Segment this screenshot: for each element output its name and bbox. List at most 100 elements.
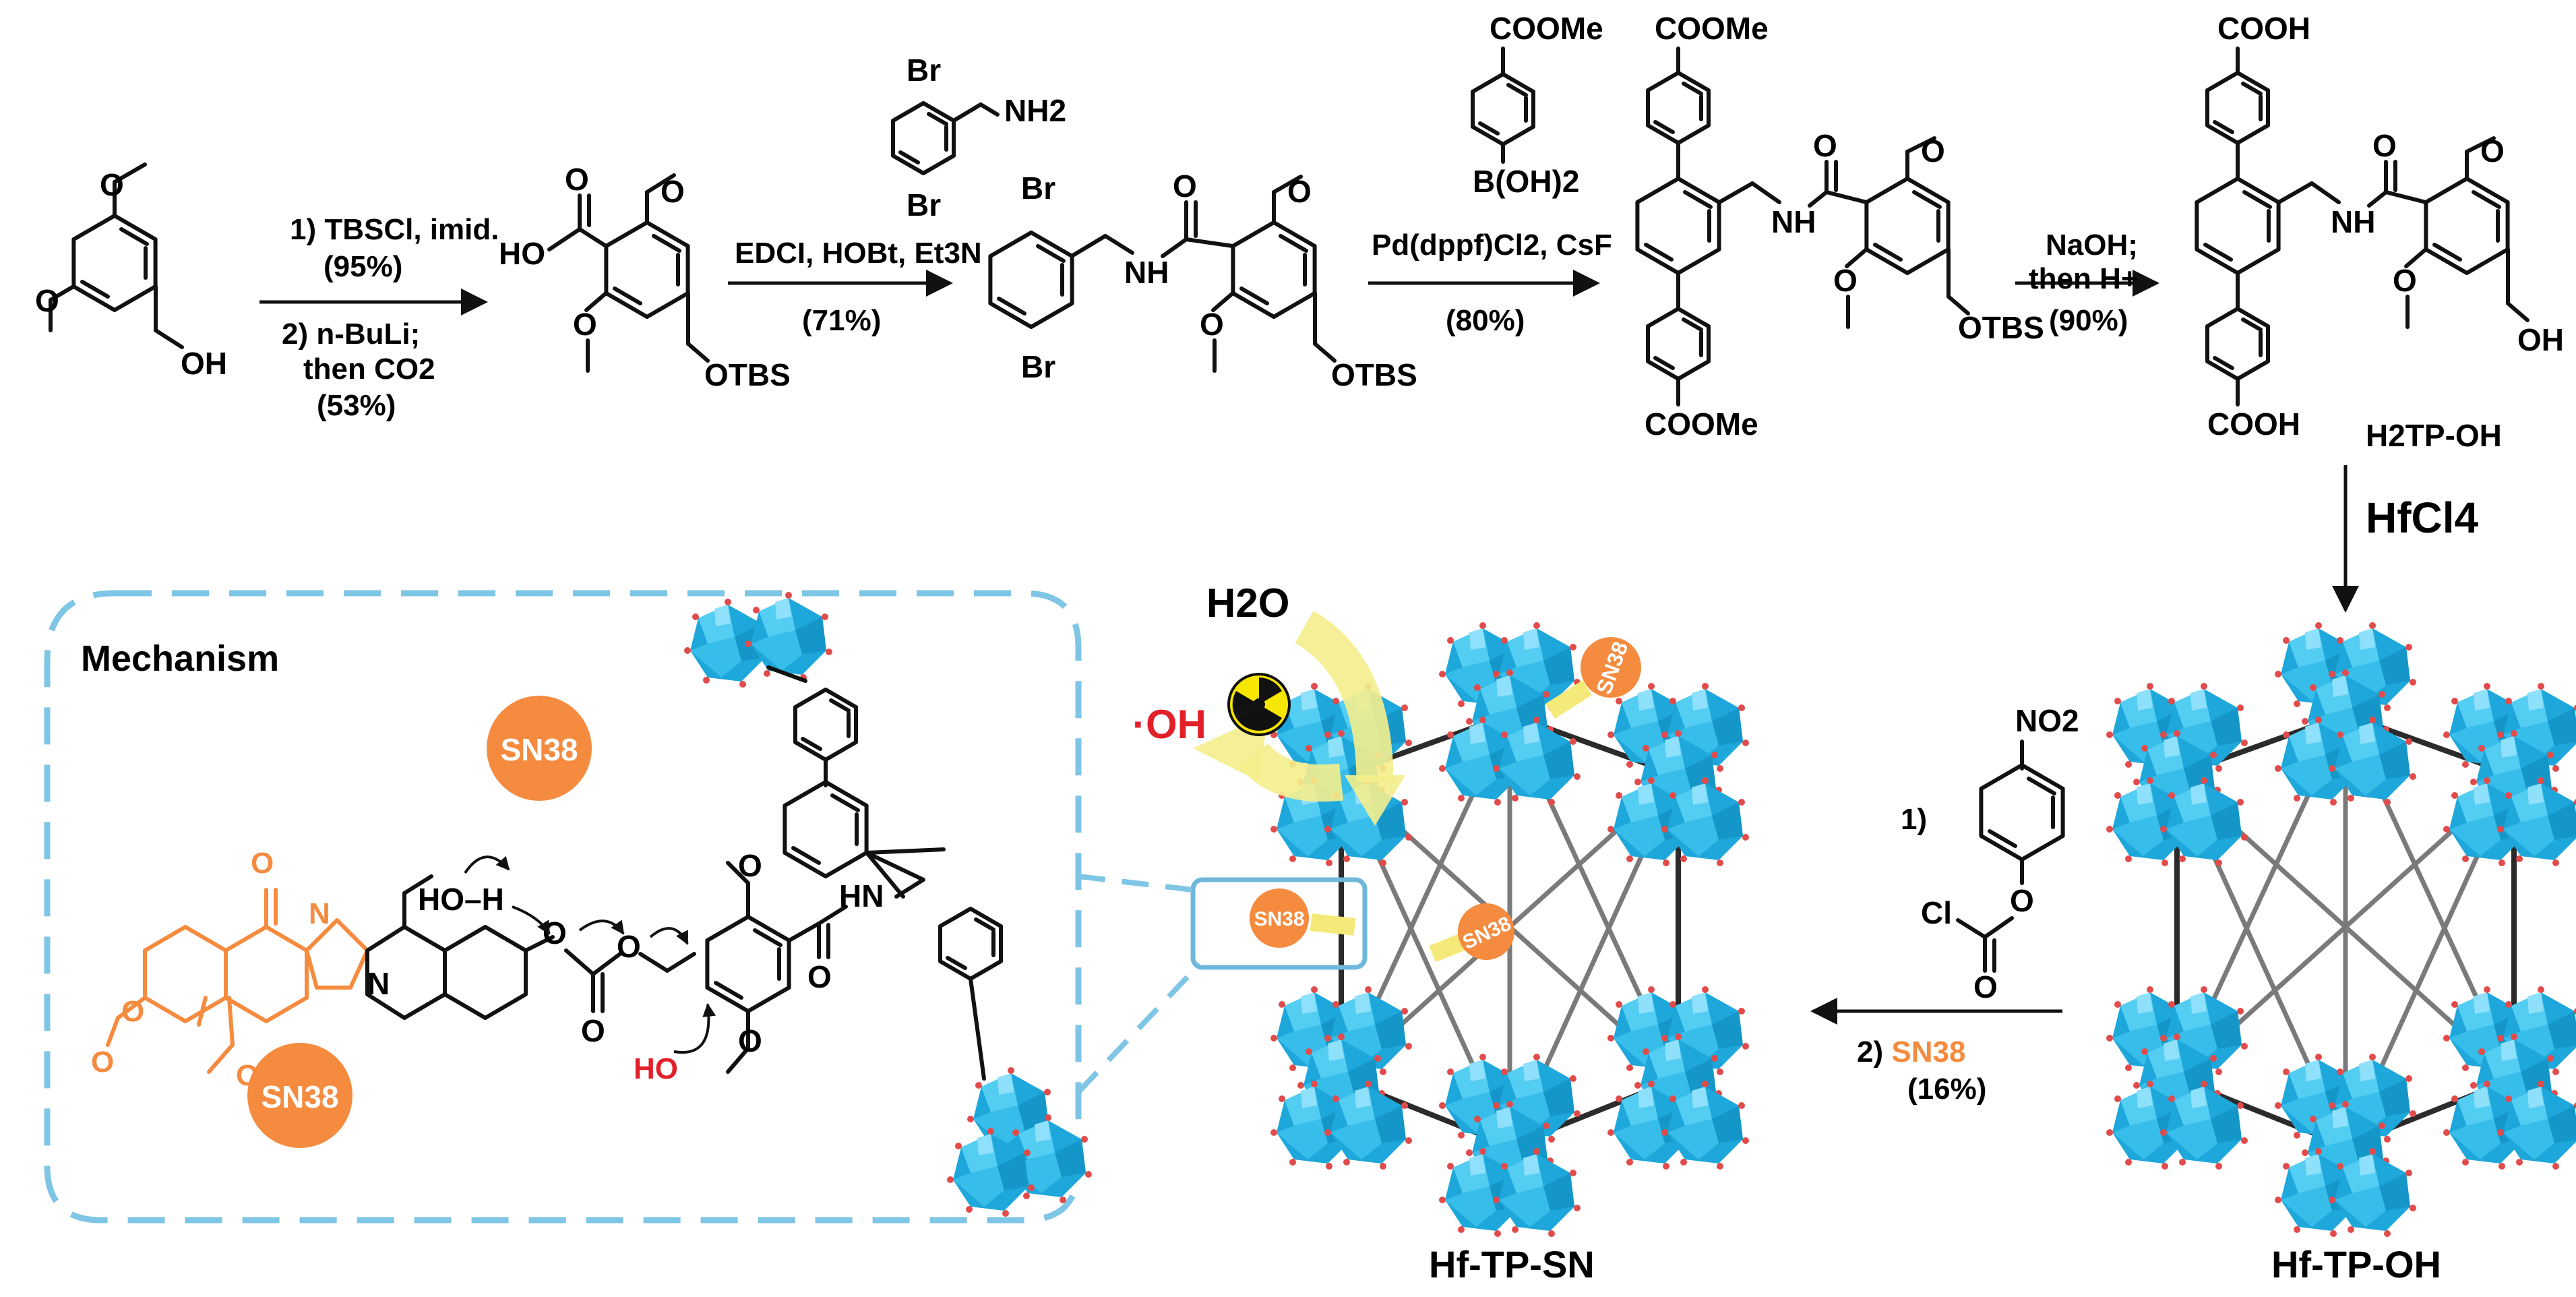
svg-text:(95%): (95%) [324,250,402,283]
sn38-structure: HO–H [106,888,369,1074]
compound-dibromo-amide: Br Br NH O O O OTBS [990,169,1417,392]
reagent-nitrophenyl-chloroformate: NO2 O Cl O [1921,703,2079,1004]
svg-text:COOMe: COOMe [1645,406,1758,442]
svg-text:O: O [2372,128,2397,163]
svg-text:HO: HO [499,236,545,271]
compound-terphenyl-diester: COOMe COOMe NH O O O OTBS [1637,11,2044,442]
atom-o: O [581,1013,605,1048]
atom-o: O [100,167,124,202]
atom-oh: OH [181,346,227,381]
step5-1: 1) [1901,803,1927,836]
conditions-step2: EDCI, HOBt, Et3N (71%) [735,237,982,337]
atom-o: O [617,929,641,964]
svg-text:(71%): (71%) [802,304,881,337]
compound-dimethoxybenzyl-alcohol: O O OH [35,162,227,381]
atom-o: O [543,915,567,951]
svg-text:O: O [2010,883,2034,918]
svg-text:NH: NH [1124,255,1169,290]
svg-text:O: O [573,307,597,342]
compound-h2tp-oh: COOH COOH NH O O O OH [2197,11,2564,442]
svg-text:O: O [1287,174,1312,209]
svg-text:1) TBSCl, imid.: 1) TBSCl, imid. [290,213,499,246]
svg-text:Br: Br [1021,349,1055,384]
svg-text:OTBS: OTBS [1958,310,2044,345]
svg-text:NaOH;: NaOH; [2046,229,2138,262]
atom-o-orange: O [121,995,144,1028]
svg-text:COOH: COOH [2217,11,2310,46]
svg-text:COOH: COOH [2207,406,2300,442]
atom-o: O [738,848,762,883]
ligand-name: H2TP-OH [2366,418,2502,453]
sn38-bubble: SN38 [261,1079,338,1114]
atom-n-orange: N [309,897,330,930]
mechanism-title: Mechanism [81,638,279,679]
conditions-step4: NaOH; then H+ (90%) [2029,229,2139,337]
svg-text:NO2: NO2 [2015,703,2079,738]
atom-o: O [738,1023,762,1058]
atom-hn: HN [839,878,884,913]
svg-text:O: O [2393,263,2417,298]
reagent-boronic-acid: COOMe B(OH)2 [1473,11,1603,199]
svg-text:then H+: then H+ [2029,262,2139,295]
water-label: H2O [1206,580,1289,626]
mof-hf-tp-sn: SN38 SN38 SN38 [1190,622,1749,1237]
svg-text:OH: OH [2517,322,2564,357]
atom-o-orange: O [91,1046,114,1079]
svg-text:NH: NH [1771,204,1816,239]
atom-o-orange: O [251,847,274,880]
atom-o: O [807,959,832,994]
carbonate-linker [564,919,696,1013]
svg-text:O: O [1973,969,1998,1004]
svg-text:OTBS: OTBS [1331,357,1417,392]
radiation-icon [1227,673,1291,736]
conditions-step1: 1) TBSCl, imid. (95%) 2) n-BuLi; then CO… [282,213,499,422]
svg-text:B(OH)2: B(OH)2 [1473,164,1579,199]
svg-text:O: O [661,174,685,209]
quinoline-core [365,874,555,1020]
svg-text:NH: NH [2331,204,2375,239]
svg-text:COOMe: COOMe [1490,11,1603,46]
svg-text:Br: Br [907,187,941,222]
conditions-step3: Pd(dppf)Cl2, CsF (80%) [1372,229,1612,337]
svg-text:Cl: Cl [1921,895,1952,930]
reagent-dibromobenzylamine: Br NH2 Br [893,53,1066,222]
svg-text:O: O [1813,128,1837,163]
water-hoh: HO–H [418,882,504,917]
svg-text:Br: Br [907,53,941,88]
step5-2: 2) SN38 [1857,1035,1965,1068]
svg-text:O: O [1921,133,1945,169]
hydroxide-label: HO [634,1052,678,1085]
mof-fragment-bottom [947,1067,1092,1217]
mof-left-name: Hf-TP-SN [1429,1243,1595,1286]
mof-hf-tp-oh [2106,622,2576,1237]
sn38-tag: SN38 [1254,908,1304,930]
svg-text:O: O [565,162,589,197]
sn38-bubble: SN38 [500,732,578,767]
atom-n: N [367,966,390,1001]
mechanism-box [44,590,1082,1224]
hydroxyl-radical-label: ·OH [1132,702,1206,747]
svg-text:then CO2: then CO2 [303,353,435,386]
svg-text:(53%): (53%) [317,389,396,422]
svg-text:O: O [1200,307,1224,342]
svg-text:Pd(dppf)Cl2, CsF: Pd(dppf)Cl2, CsF [1372,229,1612,262]
svg-text:NH2: NH2 [1004,93,1066,128]
svg-text:O: O [1833,263,1858,298]
svg-text:EDCI, HOBt, Et3N: EDCI, HOBt, Et3N [735,237,982,270]
svg-text:(80%): (80%) [1446,304,1525,337]
svg-text:(90%): (90%) [2049,304,2128,337]
svg-text:2) n-BuLi;: 2) n-BuLi; [282,318,420,351]
hfcl4-label: HfCl4 [2366,493,2479,542]
svg-text:O: O [1173,169,1197,204]
svg-text:Br: Br [1021,171,1055,206]
benzamide-core [673,861,925,1074]
compound-acid-otbs: O O HO O OTBS [499,162,791,392]
terphenyl-core [785,758,1001,1081]
svg-text:COOMe: COOMe [1655,11,1769,46]
atom-o: O [35,283,59,318]
mof-fragment-top [684,592,856,760]
svg-text:O: O [2480,133,2505,169]
step5-3: (16%) [1907,1073,1986,1106]
mof-right-name: Hf-TP-OH [2271,1243,2441,1286]
